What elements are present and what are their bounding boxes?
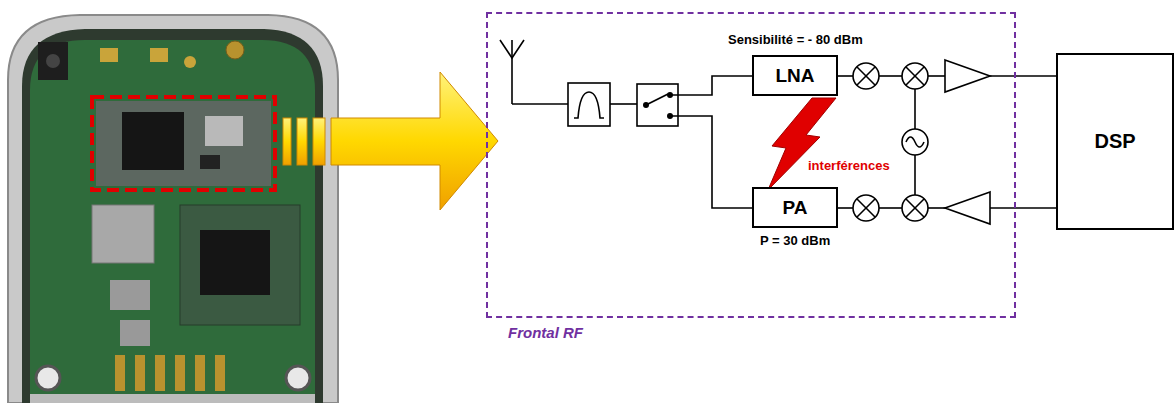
rf-frontend-region: Frontal RFLNAPA: [486, 12, 1016, 318]
phone-illustration: [8, 15, 338, 403]
interference-bolt: [768, 98, 836, 190]
box-label: DSP: [1094, 130, 1135, 153]
sensitivity-note: Sensibilité = - 80 dBm: [728, 32, 863, 47]
amplifier-box: LNA: [752, 55, 838, 96]
interference-label: interférences: [808, 158, 890, 173]
region-caption: Frontal RF: [508, 324, 583, 341]
dsp-box: DSP: [1056, 53, 1174, 230]
box-label: LNA: [775, 65, 814, 87]
power-note: P = 30 dBm: [760, 233, 830, 248]
box-label: PA: [783, 197, 808, 219]
amplifier-box: PA: [752, 187, 838, 228]
yellow-arrow: [283, 72, 498, 210]
